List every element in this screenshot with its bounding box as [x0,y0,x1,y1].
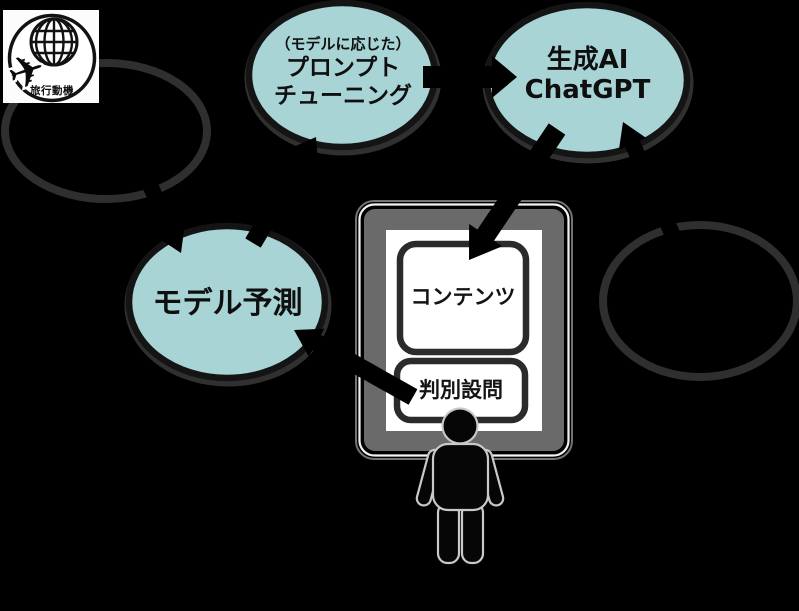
prompt-tuning-line3: チューニング [274,83,412,109]
person-figure [415,407,505,565]
person-head [441,407,479,445]
travel-motivation-label: 旅行動機 [30,85,74,97]
arrow-prompt-to-genai [423,56,517,98]
prompt-tuning-line1: （モデルに応じた） [275,35,411,53]
content-label: コンテンツ [410,285,516,309]
arrow-leftcycle-to-model [126,146,185,253]
person-leg-left [436,501,461,565]
person-leg-right [460,501,485,565]
question-label: 判別設問 [419,377,503,402]
prompt-tuning-label: （モデルに応じた） プロンプト チューニング [242,35,444,110]
prompt-tuning-line2: プロンプト [285,55,401,81]
left-cycle-ellipse [1,59,211,203]
genai-line1: 生成AI [546,45,629,75]
model-prediction-label: モデル予測 [152,286,303,321]
bubble-model-prediction [124,222,332,387]
arrow-rightcycle-to-genai [618,122,689,258]
right-cycle-ellipse [599,221,799,381]
arrow-model-to-prompt [245,137,319,248]
arrow-question-to-model [294,328,418,405]
travel-icon-card: ✈ [0,10,99,105]
globe-icon [29,17,79,67]
genai-label: 生成AI ChatGPT [487,45,688,105]
flow-arrows [126,56,689,405]
content-box [396,240,530,356]
person-torso [431,442,490,512]
genai-line2: ChatGPT [524,75,651,105]
arrow-genai-to-content [469,123,566,261]
